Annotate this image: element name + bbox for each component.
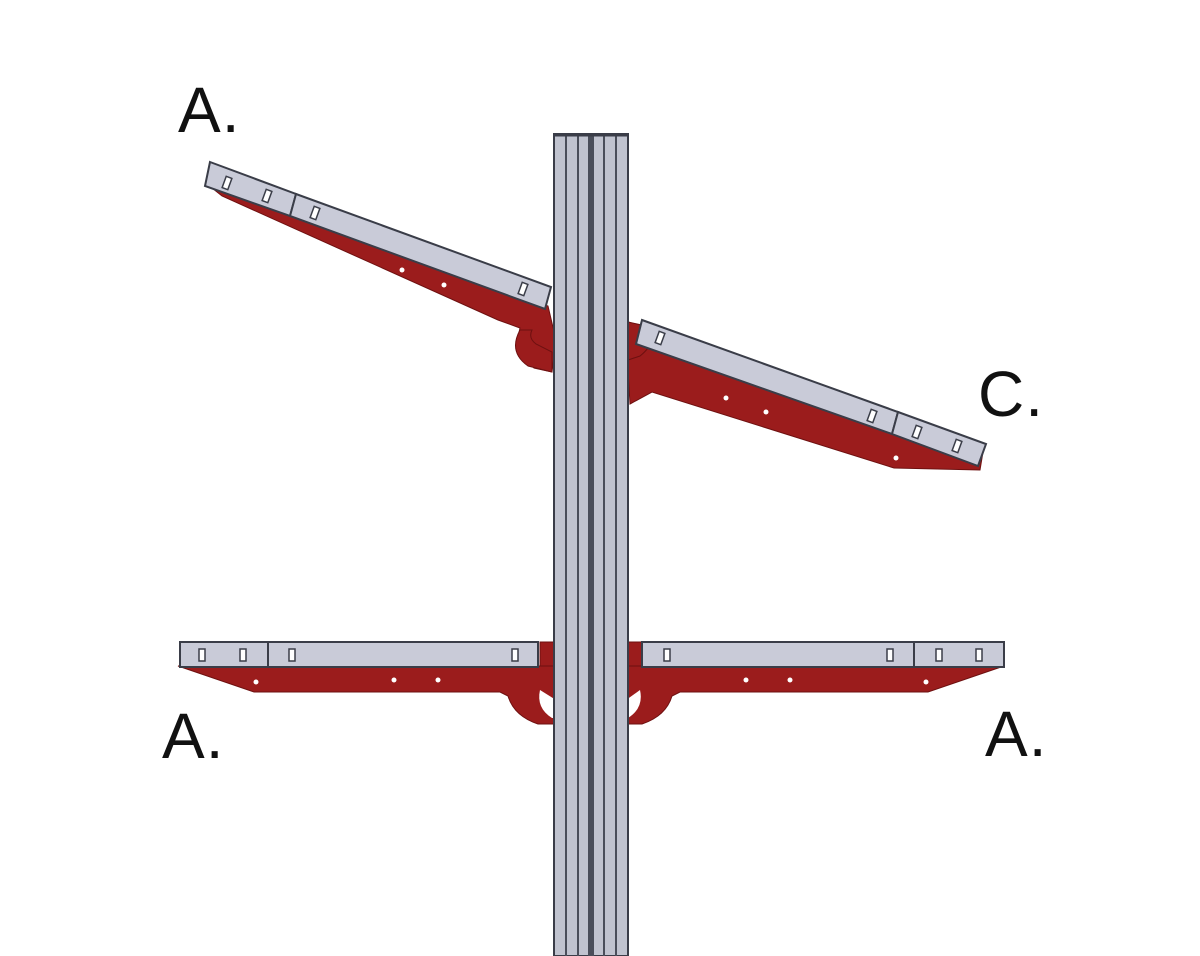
tray-bottom-right-main	[641, 641, 915, 668]
bracket-top-left-hook	[515, 329, 553, 373]
bracket-hole	[743, 677, 749, 683]
tray-top-left-main	[288, 192, 553, 311]
bracket-bottom-left-hook	[539, 690, 556, 718]
callout-label-bottom-left: A.	[162, 700, 225, 772]
central-column	[553, 133, 629, 956]
column-center-slot	[588, 134, 594, 956]
tray-bottom-right-end	[913, 641, 1005, 668]
tray-hole	[654, 330, 666, 346]
tray-hole	[911, 424, 923, 440]
bracket-hole	[787, 677, 793, 683]
tray-hole	[866, 408, 878, 424]
tray-hole	[886, 648, 894, 662]
bracket-hole	[253, 679, 259, 685]
tray-hole	[935, 648, 943, 662]
tray-hole	[261, 188, 273, 204]
bracket-hole	[391, 677, 397, 683]
bracket-bottom-right-hook	[626, 690, 641, 718]
callout-label-top-right: C.	[978, 358, 1044, 430]
bracket-bottom-left	[177, 665, 555, 725]
bracket-bottom-right	[625, 665, 1005, 725]
tray-hole	[309, 205, 321, 221]
tray-bottom-left-main	[267, 641, 539, 668]
bracket-hole	[763, 409, 769, 415]
tray-hole	[288, 648, 296, 662]
bracket-hole	[893, 455, 899, 461]
arm-top-left	[203, 160, 557, 373]
tray-hole	[511, 648, 519, 662]
arm-bottom-left	[177, 641, 557, 725]
tray-hole	[221, 175, 233, 191]
bracket-hole	[435, 677, 441, 683]
tray-hole	[517, 281, 529, 297]
bracket-hole	[267, 222, 273, 228]
tray-hole	[951, 438, 963, 454]
bracket-hole	[399, 267, 405, 273]
tray-hole	[663, 648, 671, 662]
tray-hole	[239, 648, 247, 662]
tray-bottom-left-end	[179, 641, 269, 668]
bracket-hole	[441, 282, 447, 288]
tray-hole	[198, 648, 206, 662]
callout-label-bottom-right: A.	[985, 698, 1048, 770]
bracket-hole	[923, 679, 929, 685]
bracket-hole	[723, 395, 729, 401]
arm-top-right	[627, 318, 988, 471]
callout-label-top-left: A.	[178, 74, 241, 146]
arm-bottom-right	[625, 641, 1005, 725]
tray-hole	[975, 648, 983, 662]
